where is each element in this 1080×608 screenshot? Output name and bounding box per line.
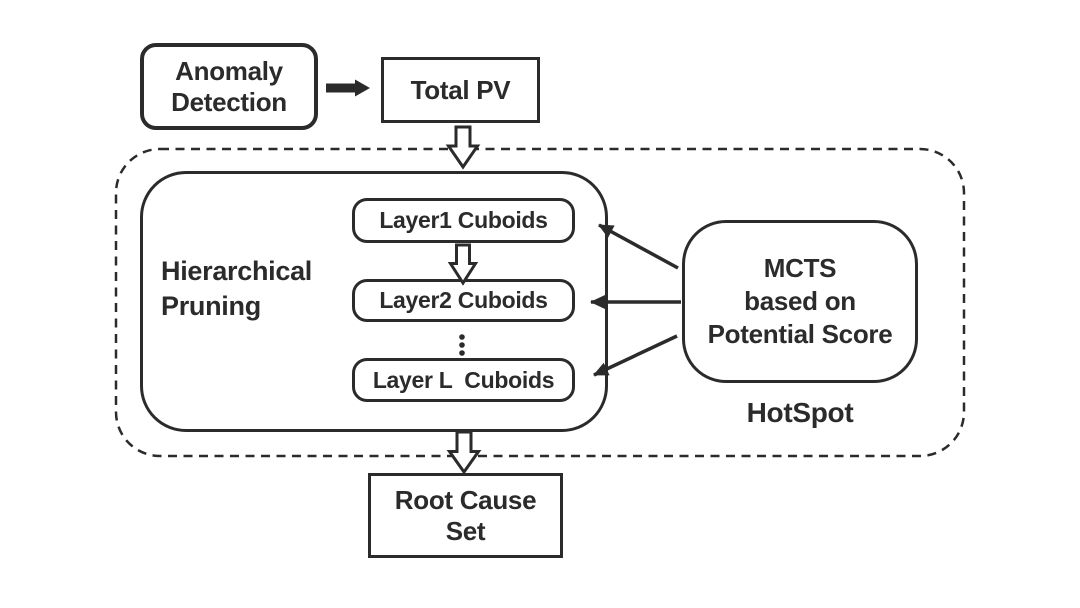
root-cause-set-label-line1: Root Cause [394,484,537,515]
layer-l-cuboids-node: Layer L Cuboids [352,358,575,402]
layer2-cuboids-node: Layer2 Cuboids [352,279,575,322]
mcts-label-line3: Potential Score [707,319,893,349]
hotspot-caption: HotSpot [746,397,854,428]
layer-l-cuboids-label: Layer L Cuboids [372,366,555,393]
layer1-cuboids-node: Layer1 Cuboids [352,198,575,243]
anomaly-detection-label-line2: Detection [171,86,287,117]
root-cause-set-label-line2: Set [445,515,486,546]
mcts-node: MCTS based on Potential Score [682,220,918,383]
layer1-cuboids-label: Layer1 Cuboids [379,207,548,233]
arrow-mcts-to-layer1-icon [598,223,679,270]
total-pv-label: Total PV [410,74,511,105]
anomaly-detection-label-line1: Anomaly [175,55,283,86]
mcts-label-line1: MCTS [763,253,837,283]
hierarchical-pruning-label-line2: Pruning [161,291,261,321]
total-pv-node: Total PV [381,57,540,123]
arrow-anomaly-to-total-pv-icon [326,79,370,97]
arrow-pruning-to-root-cause-icon [446,430,482,475]
root-cause-set-node: Root Cause Set [368,473,563,558]
hierarchical-pruning-label: Hierarchical Pruning [161,254,371,324]
hierarchical-pruning-label-line1: Hierarchical [161,256,312,286]
arrow-total-pv-down-icon [445,125,481,170]
anomaly-detection-node: Anomaly Detection [140,43,318,130]
layer2-cuboids-label: Layer2 Cuboids [379,287,548,313]
mcts-label-line2: based on [744,286,856,316]
